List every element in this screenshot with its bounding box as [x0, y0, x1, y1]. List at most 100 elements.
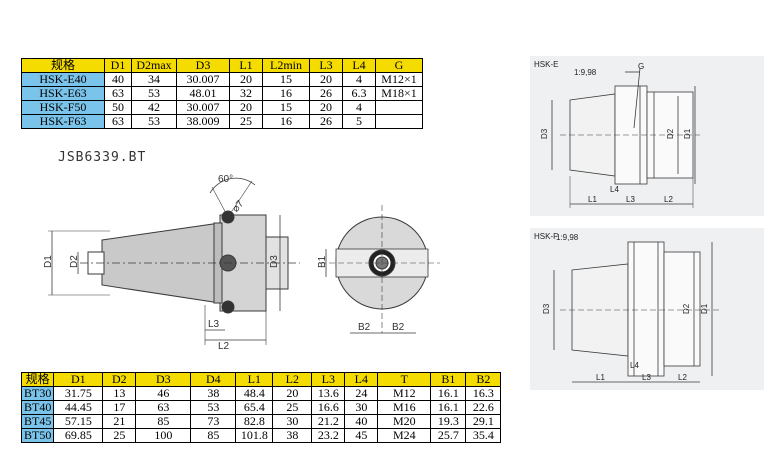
bt-value-cell: 21.2 [311, 414, 346, 429]
bt-angle-label: 60° [218, 174, 233, 185]
hsk-header-cell: L3 [309, 58, 343, 73]
bt-header-cell: L4 [344, 372, 379, 387]
hsk-model-cell: HSK-F50 [21, 100, 105, 115]
hsk-value-cell: 50 [104, 100, 132, 115]
hsk-value-cell: 25 [229, 114, 263, 129]
hsk-header-cell: D2max [131, 58, 177, 73]
hsk-e-taper-label: 1:9,98 [574, 68, 597, 77]
hsk-header-cell: L1 [229, 58, 263, 73]
hsk-value-cell: 40 [104, 72, 132, 87]
bt-model-cell: BT45 [20, 414, 55, 429]
bt-b1-label: B1 [317, 255, 328, 268]
hsk-value-cell: 20 [309, 72, 343, 87]
hsk-e-l2-label: L2 [664, 195, 673, 204]
bt-header-cell: L2 [272, 372, 313, 387]
bt-tool-holder-drawing: 60° ⌀7 D1 D2 D3 L3 L2 B1 B2 B2 [43, 174, 440, 350]
hsk-header-cell: L4 [342, 58, 376, 73]
hsk-f-title: HSK-F [534, 232, 558, 241]
hsk-model-cell: HSK-E40 [21, 72, 105, 87]
hsk-value-cell: 26 [309, 86, 343, 101]
bt-value-cell: 44.45 [53, 400, 104, 415]
hsk-f-d1-label: D1 [700, 303, 709, 314]
hsk-e-g-label: G [638, 62, 644, 71]
hsk-value-cell: 5 [342, 114, 376, 129]
bt-value-cell: 35.4 [465, 428, 502, 443]
bt-value-cell: 13.6 [311, 386, 346, 401]
hsk-value-cell: 53 [131, 86, 177, 101]
bt-value-cell: 16.6 [311, 400, 346, 415]
hsk-value-cell: 6.3 [342, 86, 376, 101]
hsk-value-cell: M12×1 [375, 72, 423, 87]
hsk-value-cell [375, 114, 423, 129]
hsk-value-cell: 16 [262, 114, 310, 129]
hsk-value-cell: 20 [229, 100, 263, 115]
bt-value-cell: 31.75 [53, 386, 104, 401]
hsk-value-cell: 4 [342, 72, 376, 87]
bt-header-cell: D3 [135, 372, 192, 387]
bt-b2-right-label: B2 [392, 322, 405, 333]
hsk-value-cell: M18×1 [375, 86, 423, 101]
bt-value-cell: 63 [135, 400, 192, 415]
bt-d3-label: D3 [269, 255, 280, 268]
hsk-f-d3-label: D3 [542, 303, 551, 314]
bt-b2-left-label: B2 [358, 322, 371, 333]
bt-value-cell: 30 [272, 414, 313, 429]
bt-value-cell: 101.8 [235, 428, 274, 443]
hsk-value-cell: 15 [262, 72, 310, 87]
bt-header-cell: B1 [430, 372, 467, 387]
hsk-model-cell: HSK-F63 [21, 114, 105, 129]
hsk-value-cell: 32 [229, 86, 263, 101]
bt-value-cell: 73 [190, 414, 237, 429]
hsk-value-cell: 26 [309, 114, 343, 129]
bt-value-cell: 85 [190, 428, 237, 443]
hsk-value-cell: 20 [229, 72, 263, 87]
hsk-f-taper-label: 1:9,98 [556, 233, 579, 242]
hsk-header-cell: 规格 [21, 58, 105, 73]
hsk-model-cell: HSK-E63 [21, 86, 105, 101]
bt-value-cell: 25 [102, 428, 137, 443]
bt-value-cell: 21 [102, 414, 137, 429]
bt-value-cell: 20 [272, 386, 313, 401]
hsk-value-cell: 30.007 [176, 72, 230, 87]
bt-value-cell: 46 [135, 386, 192, 401]
bt-header-cell: B2 [465, 372, 502, 387]
hsk-header-cell: D1 [104, 58, 132, 73]
bt-header-cell: D4 [190, 372, 237, 387]
bt-value-cell: 53 [190, 400, 237, 415]
bt-value-cell: 17 [102, 400, 137, 415]
hsk-e-l3-label: L3 [626, 195, 635, 204]
hsk-value-cell: 63 [104, 114, 132, 129]
bt-value-cell: M24 [377, 428, 432, 443]
bt-drawing-caption: JSB6339.BT [58, 150, 147, 165]
bt-model-cell: BT40 [20, 400, 55, 415]
bt-header-cell: L3 [311, 372, 346, 387]
hsk-header-cell: D3 [176, 58, 230, 73]
hsk-header-cell: G [375, 58, 423, 73]
hsk-e-d2-label: D2 [666, 128, 675, 139]
bt-value-cell: 38 [190, 386, 237, 401]
bt-value-cell: 30 [344, 400, 379, 415]
bt-value-cell: 19.3 [430, 414, 467, 429]
hsk-value-cell: 53 [131, 114, 177, 129]
bt-value-cell: 29.1 [465, 414, 502, 429]
bt-value-cell: 24 [344, 386, 379, 401]
bt-value-cell: 13 [102, 386, 137, 401]
bt-model-cell: BT30 [20, 386, 55, 401]
hsk-header-cell: L2min [262, 58, 310, 73]
bt-value-cell: 16.1 [430, 386, 467, 401]
bt-d2-label: D2 [69, 255, 80, 268]
hsk-f-l4-label: L4 [630, 361, 639, 370]
hsk-value-cell: 63 [104, 86, 132, 101]
bt-header-cell: 规格 [20, 372, 55, 387]
bt-header-cell: T [377, 372, 432, 387]
bt-value-cell: 82.8 [235, 414, 274, 429]
bt-value-cell: M16 [377, 400, 432, 415]
